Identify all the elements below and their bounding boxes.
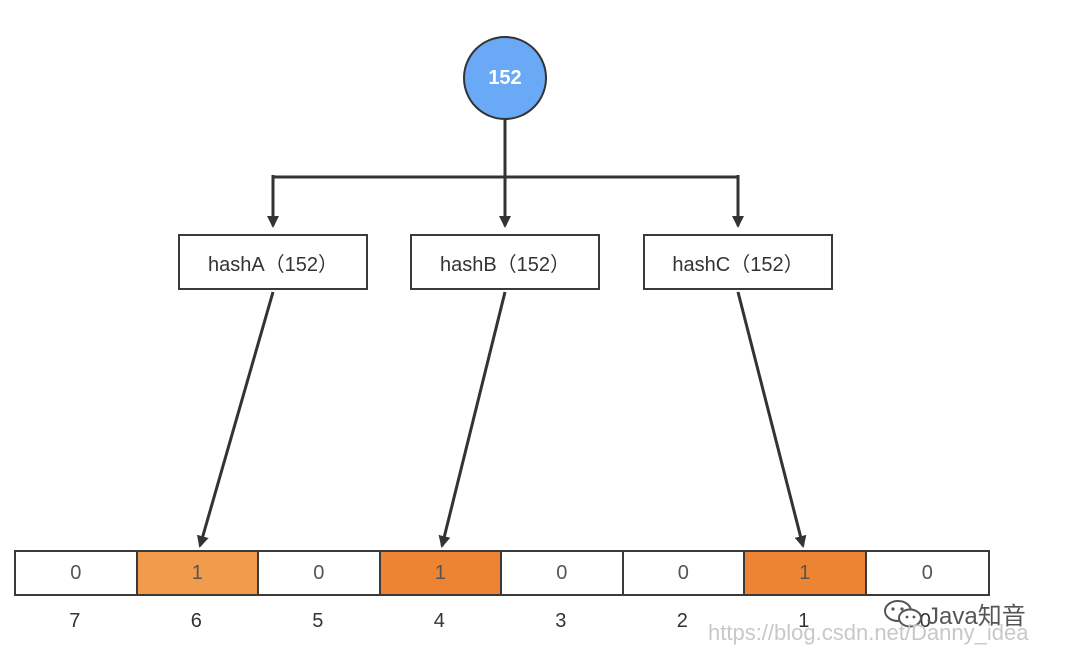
bit-index: 2 — [676, 610, 688, 632]
root-value-node: 152 — [463, 36, 547, 120]
bit-index: 1 — [798, 610, 810, 632]
arrow-hashC-to-bit1 — [736, 291, 807, 548]
bit-index: 4 — [433, 610, 445, 632]
bit-value: 0 — [556, 561, 568, 584]
bit-cell: 0 — [502, 552, 624, 594]
bit-cell: 0 — [259, 552, 381, 594]
bit-index: 0 — [919, 610, 931, 632]
hash-box-a: hashA（152） — [178, 234, 368, 290]
bit-value: 0 — [70, 561, 82, 584]
bit-array: 0 1 0 1 0 0 1 0 — [14, 550, 990, 596]
arrow-hashA-to-bit6 — [196, 291, 275, 548]
arrow-hashB-to-bit4 — [438, 291, 507, 548]
bit-cell: 0 — [16, 552, 138, 594]
bit-cell: 0 — [623, 552, 745, 594]
wechat-icon — [884, 599, 922, 627]
bit-cell: 0 — [866, 552, 988, 594]
hash-box-c: hashC（152） — [643, 234, 833, 290]
hash-box-b: hashB（152） — [410, 234, 600, 290]
root-value: 152 — [488, 66, 522, 89]
bit-value: 0 — [313, 561, 325, 584]
bit-index: 7 — [69, 610, 81, 632]
bit-index: 6 — [190, 610, 202, 632]
bit-index-row: 7 6 5 4 3 2 1 0 — [14, 610, 986, 633]
bit-value: 0 — [677, 561, 689, 584]
brand-name: Java知音 — [927, 603, 1026, 630]
bit-cell: 1 — [380, 552, 502, 594]
hash-label-b: hashB（152） — [439, 253, 571, 276]
bit-index: 5 — [312, 610, 324, 632]
bit-value: 1 — [191, 561, 203, 584]
hash-label-a: hashA（152） — [207, 253, 339, 276]
brand-watermark: Java知音 — [883, 596, 1026, 631]
bit-value: 1 — [799, 561, 811, 584]
bit-cell: 1 — [137, 552, 259, 594]
bit-value: 1 — [434, 561, 446, 584]
bit-cell: 1 — [745, 552, 867, 594]
url-watermark: https://blog.csdn.net/Danny_idea — [708, 620, 1029, 645]
hash-label-c: hashC（152） — [672, 253, 804, 276]
bit-index: 3 — [555, 610, 567, 632]
bit-value: 0 — [921, 561, 933, 584]
